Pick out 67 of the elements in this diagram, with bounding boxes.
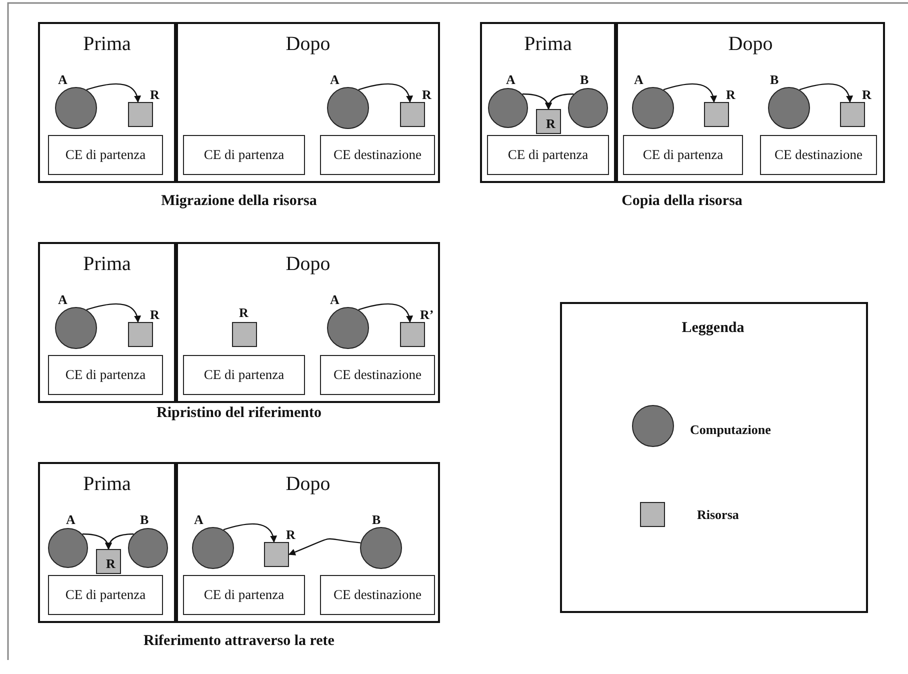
arrow	[105, 533, 134, 550]
arrow	[358, 83, 413, 103]
environment-box: CE destinazione	[320, 135, 435, 175]
panel-heading: Prima	[523, 32, 573, 56]
legend-text: Risorsa	[697, 507, 739, 523]
legend-text: Computazione	[690, 422, 771, 438]
node-label: R	[239, 306, 248, 320]
environment-box: CE di partenza	[183, 575, 305, 615]
node-label: R	[546, 117, 556, 131]
node-label: R	[862, 88, 872, 102]
arrow	[799, 83, 853, 103]
panel-heading: Dopo	[284, 252, 332, 276]
node-label: A	[58, 73, 68, 87]
environment-box: CE di partenza	[487, 135, 609, 175]
node-label: A	[506, 73, 516, 87]
arrow	[358, 303, 413, 323]
node-label: A	[194, 513, 204, 527]
environment-box: CE di partenza	[48, 575, 163, 615]
node-label: B	[580, 73, 589, 87]
arrow	[288, 538, 361, 556]
caption: Migrazione della risorsa	[161, 192, 317, 210]
node-label: R	[150, 308, 160, 322]
node-label: A	[66, 513, 76, 527]
node-label: A	[634, 73, 644, 87]
panel-heading: Prima	[82, 252, 132, 276]
environment-box: CE di partenza	[48, 355, 163, 395]
node-label: R	[726, 88, 736, 102]
arrow	[86, 303, 141, 323]
node-label: B	[770, 73, 779, 87]
environment-box: CE destinazione	[760, 135, 877, 175]
node-label: R	[286, 528, 296, 542]
environment-box: CE di partenza	[183, 355, 305, 395]
arrow	[223, 523, 277, 543]
environment-box: CE destinazione	[320, 355, 435, 395]
state-panel	[38, 462, 176, 623]
node-label: R’	[420, 308, 434, 322]
environment-box: CE destinazione	[320, 575, 435, 615]
environment-box: CE di partenza	[48, 135, 163, 175]
panel-heading: Prima	[82, 32, 132, 56]
caption: Riferimento attraverso la rete	[144, 632, 334, 650]
node-label: B	[372, 513, 381, 527]
panel-heading: Dopo	[284, 472, 332, 496]
panel-heading: Prima	[82, 472, 132, 496]
caption: Ripristino del riferimento	[156, 404, 322, 422]
node-label: R	[106, 557, 116, 571]
state-panel	[616, 22, 885, 183]
state-panel	[176, 242, 440, 403]
environment-box: CE di partenza	[183, 135, 305, 175]
state-panel	[176, 462, 440, 623]
state-panel	[38, 22, 176, 183]
arrow	[86, 83, 141, 103]
environment-box: CE di partenza	[623, 135, 743, 175]
state-panel	[480, 22, 616, 183]
panel-heading: Dopo	[727, 32, 774, 56]
caption: Copia della risorsa	[622, 192, 742, 210]
node-label: B	[140, 513, 149, 527]
arrow	[545, 93, 574, 110]
state-panel	[38, 242, 176, 403]
node-label: R	[422, 88, 432, 102]
node-label: R	[150, 88, 160, 102]
node-label: A	[330, 73, 340, 87]
node-label: A	[58, 293, 68, 307]
legend-title: Leggenda	[682, 319, 744, 337]
state-panel	[176, 22, 440, 183]
panel-heading: Dopo	[284, 32, 332, 56]
arrow	[663, 83, 717, 103]
node-label: A	[330, 293, 340, 307]
